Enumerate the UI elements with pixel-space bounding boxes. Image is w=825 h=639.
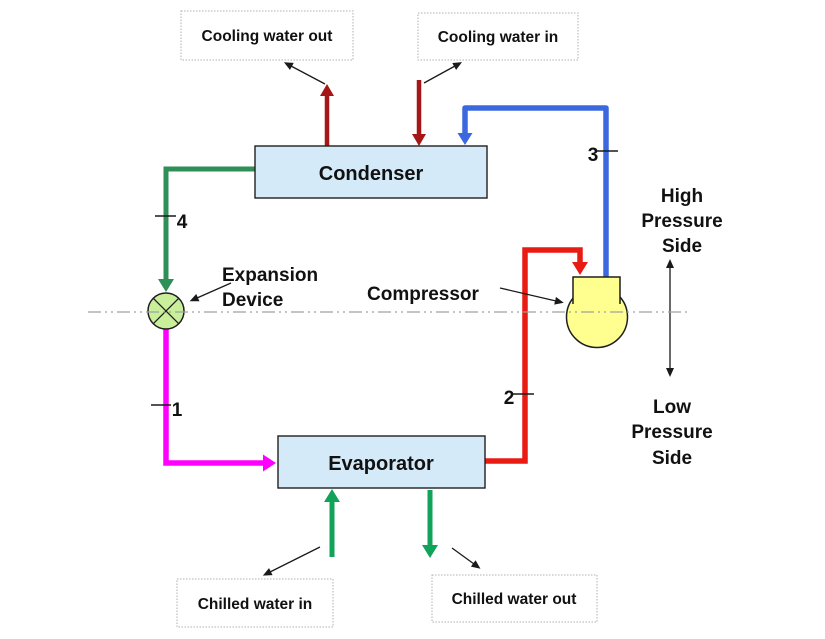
compressor-symbol <box>565 276 629 349</box>
pipe-evaporator-to-compressor <box>485 247 588 464</box>
cooling-in-pointer-arrow <box>423 62 463 84</box>
chilled-water-out-label: Chilled water out <box>452 591 577 608</box>
high-pressure-line1: High <box>661 186 703 207</box>
pipe-expansion-to-evaporator <box>163 329 276 472</box>
evaporator-label: Evaporator <box>328 453 434 475</box>
state-point-2: 2 <box>504 388 515 409</box>
chilled-out-pointer-arrow <box>451 547 481 569</box>
low-pressure-line3: Side <box>652 448 692 469</box>
chilled-water-in-label: Chilled water in <box>198 596 313 613</box>
high-pressure-line3: Side <box>662 236 702 257</box>
chilled-in-pointer-arrow <box>262 546 321 576</box>
cooling-water-in-label: Cooling water in <box>438 29 559 46</box>
high-pressure-line2: Pressure <box>641 211 722 232</box>
cooling-out-pointer-arrow <box>283 62 326 85</box>
expansion-device-symbol <box>147 292 185 330</box>
cooling-water-in-box <box>417 12 579 61</box>
high-pressure-side-label: High Pressure Side <box>641 186 722 257</box>
cooling-water-out-box <box>180 10 354 61</box>
state-point-3: 3 <box>588 145 599 166</box>
low-pressure-side-label: Low Pressure Side <box>631 397 712 469</box>
cooling-water-out-label: Cooling water out <box>202 28 333 45</box>
condenser-label: Condenser <box>319 163 424 185</box>
compressor-pointer-arrow <box>499 287 564 305</box>
evaporator-box <box>277 435 486 489</box>
compressor-label: Compressor <box>367 284 480 305</box>
expansion-device-pointer-arrow <box>189 282 232 302</box>
state-point-4: 4 <box>177 212 188 233</box>
condenser-box <box>254 145 488 199</box>
compressor-head <box>572 276 621 304</box>
pipe-condenser-to-expansion <box>158 166 255 292</box>
expansion-device-label-line1: Expansion <box>222 265 318 286</box>
low-pressure-line2: Pressure <box>631 422 712 443</box>
chilled-water-in-box <box>176 578 334 628</box>
chilled-water-out-box <box>431 574 598 623</box>
pipe-compressor-to-condenser <box>457 105 609 278</box>
state-point-1: 1 <box>172 400 183 421</box>
expansion-device-cross <box>152 297 180 325</box>
low-pressure-line1: Low <box>653 397 691 418</box>
expansion-device-label-line2: Device <box>222 290 283 311</box>
